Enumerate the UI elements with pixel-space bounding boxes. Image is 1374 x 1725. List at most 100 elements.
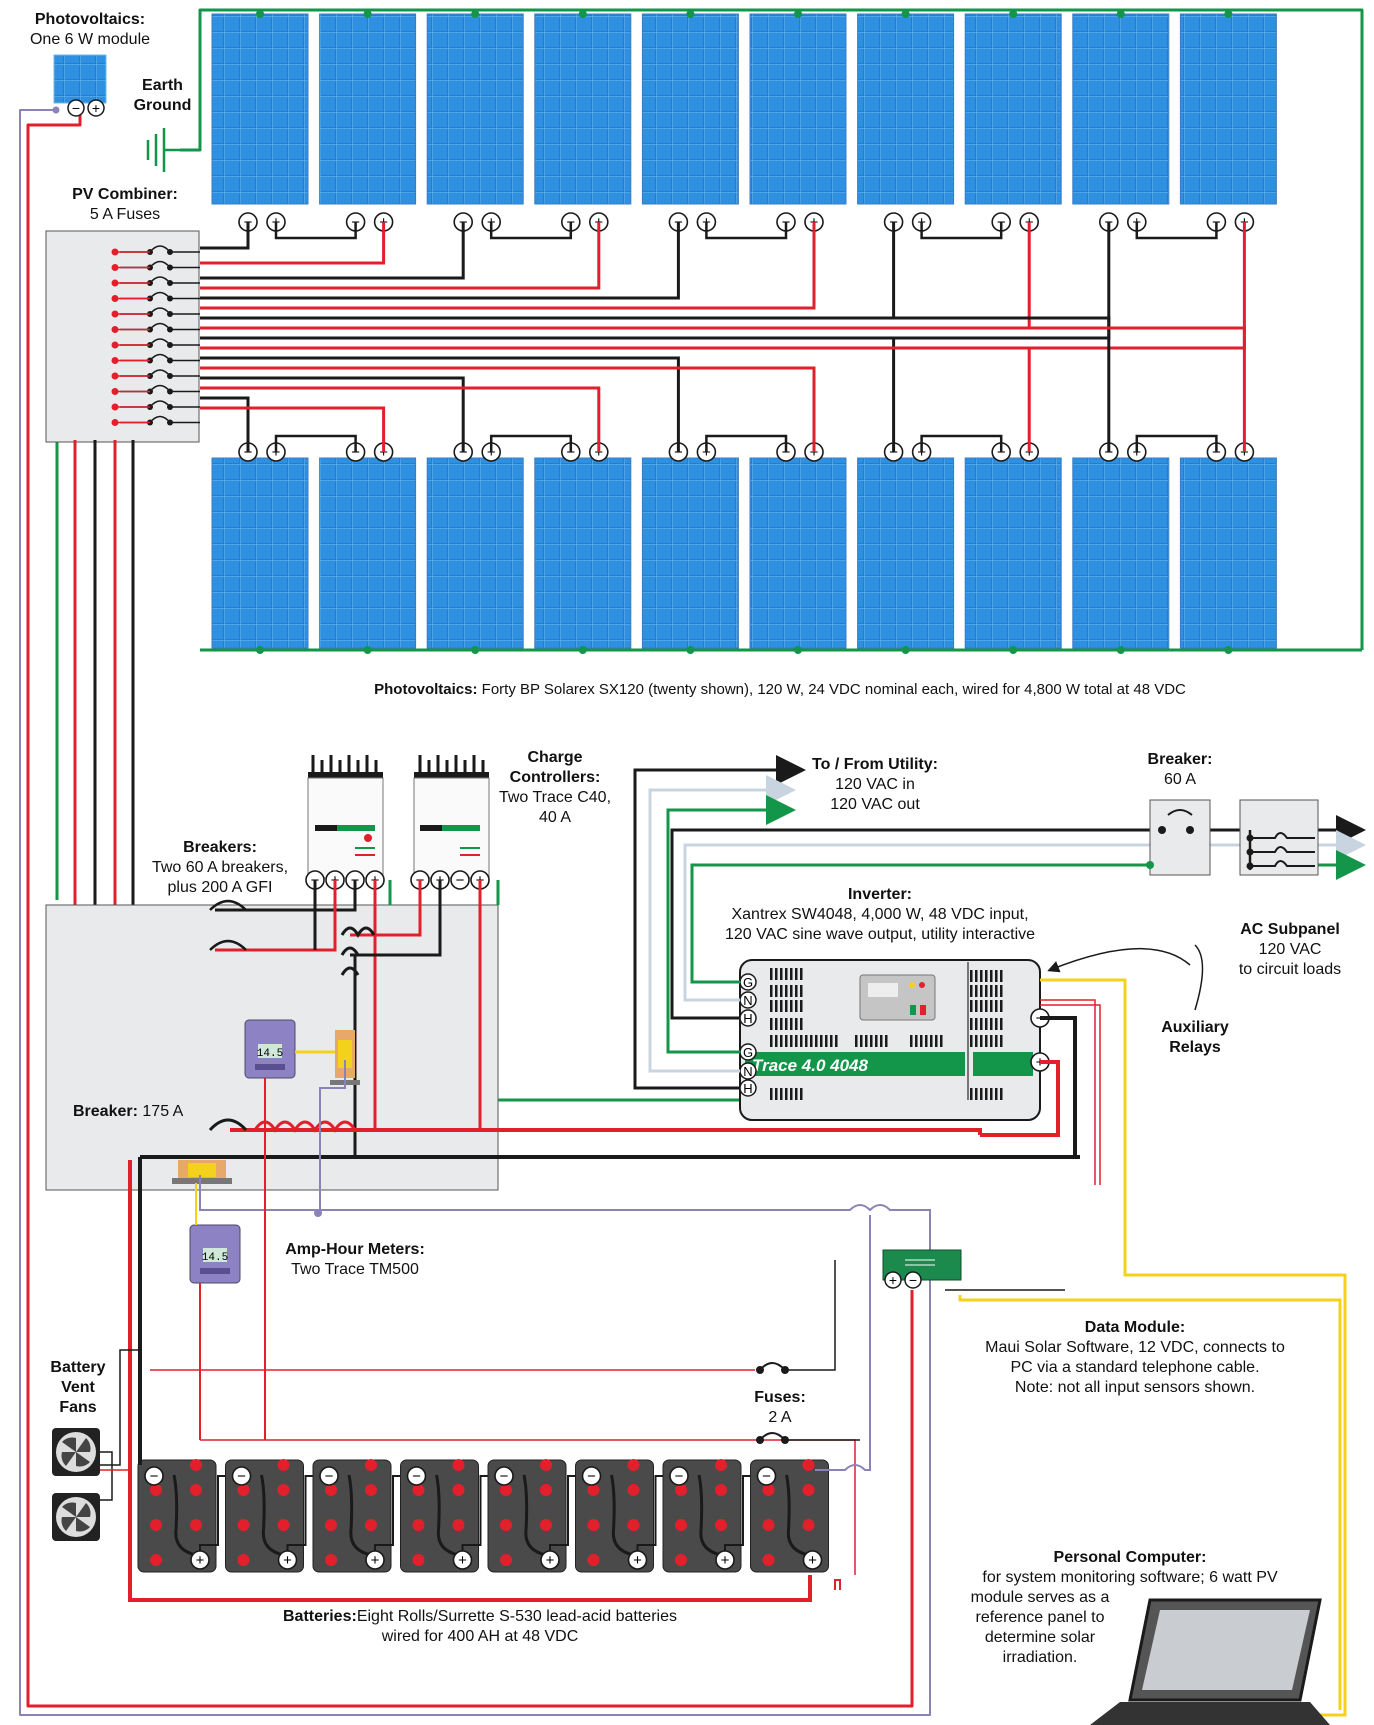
- gfi-breaker-200a: [340, 926, 376, 976]
- inverter-terminal: G: [739, 1043, 757, 1061]
- reference-pv-module: − +: [52, 54, 107, 117]
- ah-title: Amp-Hour Meters:: [285, 1241, 425, 1258]
- inverter: Trace 4.0 4048: [739, 959, 1041, 1121]
- fans-title-2: Vent: [61, 1379, 95, 1396]
- combiner-fuse: [111, 307, 200, 318]
- svg-text:−: −: [587, 1468, 596, 1485]
- breaker175-sub: 175 A: [142, 1103, 184, 1120]
- inverter-terminal: G: [739, 973, 757, 991]
- pc-sub-1: for system monitoring software; 6 watt P…: [982, 1569, 1278, 1586]
- earth-ground-label: Earth Ground: [120, 76, 205, 116]
- svg-text:−: −: [412, 1468, 421, 1485]
- pc-sub-4: determine solar: [984, 1629, 1096, 1646]
- pv-panel: −+: [426, 10, 524, 232]
- laptop-icon: [1090, 1598, 1330, 1725]
- pv-panel: −+: [964, 442, 1062, 654]
- subpanel-sub-2: to circuit loads: [1238, 961, 1342, 978]
- fans-title-1: Battery: [50, 1359, 106, 1376]
- svg-text:−: −: [1212, 444, 1221, 461]
- svg-text:+: +: [702, 444, 711, 461]
- terminal-minus: −: [450, 870, 470, 890]
- pv-panel: −+: [534, 10, 632, 232]
- pv-panel: −+: [641, 10, 739, 232]
- svg-text:−: −: [325, 1468, 334, 1485]
- batt-title: Batteries:: [283, 1608, 357, 1625]
- ground-label: Ground: [133, 97, 192, 114]
- cc-title-2: Controllers:: [509, 769, 601, 786]
- cc-title-1: Charge: [527, 749, 583, 766]
- svg-text:+: +: [371, 1552, 380, 1569]
- breaker-175a: [208, 1118, 357, 1133]
- batt-sub-2: wired for 400 AH at 48 VDC: [381, 1628, 579, 1645]
- pv-panel: −+: [534, 442, 632, 654]
- terminal-plus: +: [889, 1272, 897, 1288]
- svg-text:−: −: [237, 1468, 246, 1485]
- svg-text:G: G: [743, 1045, 753, 1060]
- pc-label: Personal Computer: for system monitoring…: [960, 1548, 1300, 1588]
- terminal-minus: −: [231, 1466, 252, 1486]
- terminal-minus: −: [144, 1466, 164, 1486]
- svg-text:+: +: [458, 1552, 467, 1569]
- pv-array-title: Photovoltaics:: [374, 681, 478, 698]
- meter-readout: 14.5: [257, 1048, 283, 1060]
- pc-sub-3: reference panel to: [975, 1609, 1105, 1626]
- breaker-60a-ac: [1146, 799, 1211, 876]
- pc-title: Personal Computer:: [1053, 1549, 1207, 1566]
- subpanel-sub-1: 120 VAC: [1258, 941, 1322, 958]
- breakers-title: Breakers:: [183, 839, 257, 856]
- fuses-2a-label: Fuses: 2 A: [740, 1388, 820, 1428]
- combiner-fuse: [111, 400, 200, 411]
- svg-text:+: +: [808, 1552, 817, 1569]
- svg-text:+: +: [283, 1552, 292, 1569]
- svg-text:−: −: [244, 444, 253, 461]
- svg-text:+: +: [487, 444, 496, 461]
- svg-text:−: −: [1104, 444, 1113, 461]
- pv-combiner-box: [45, 230, 200, 443]
- pv-panel: −+: [857, 442, 955, 654]
- data-sub-2: PC via a standard telephone cable.: [1010, 1359, 1260, 1376]
- pv-panel: −+: [211, 10, 309, 232]
- inverter-sub-1: Xantrex SW4048, 4,000 W, 48 VDC input,: [731, 906, 1029, 923]
- breakers-label: Breakers: Two 60 A breakers, plus 200 A …: [140, 838, 300, 898]
- combiner-title: PV Combiner:: [72, 186, 178, 203]
- charge-controller-2: [413, 755, 490, 879]
- data-sub-1: Maui Solar Software, 12 VDC, connects to: [985, 1339, 1285, 1356]
- pv-panel: −+: [1072, 10, 1170, 232]
- combiner-fuse: [111, 369, 200, 380]
- inverter-label: Inverter: Xantrex SW4048, 4,000 W, 48 VD…: [690, 885, 1070, 945]
- batteries-label: Batteries:Eight Rolls/Surrette S-530 lea…: [230, 1607, 730, 1647]
- svg-text:−: −: [674, 444, 683, 461]
- aux-relays-label: Auxiliary Relays: [1140, 1018, 1250, 1058]
- pv-panel: −+: [426, 442, 524, 654]
- data-sub-3: Note: not all input sensors shown.: [1014, 1379, 1256, 1396]
- pv-array-top-row: −+−+−+−+−+−+−+−+−+−+: [211, 10, 1277, 232]
- data-module: + −: [882, 1249, 962, 1289]
- svg-text:+: +: [379, 444, 388, 461]
- utility-in: 120 VAC in: [835, 776, 915, 793]
- combiner-fuses: [111, 245, 200, 426]
- combiner-fuse: [111, 260, 200, 271]
- combiner-fuse: [111, 276, 200, 287]
- earth-ground-icon: [146, 128, 182, 172]
- battery: −+: [487, 1459, 567, 1573]
- vent-fan-1: [52, 1428, 100, 1476]
- pc-sub-2: module serves as a: [970, 1589, 1110, 1606]
- terminal-minus: −: [72, 100, 80, 116]
- svg-text:+: +: [917, 444, 926, 461]
- shunt-lower: [172, 1160, 232, 1184]
- reference-pv-title: Photovoltaics:: [34, 11, 146, 28]
- breakers-sub-2: plus 200 A GFI: [167, 879, 273, 896]
- terminal-minus: −: [581, 1466, 602, 1486]
- amp-hour-meter-1: 14.5: [244, 1019, 296, 1079]
- breaker60-title: Breaker:: [1147, 751, 1213, 768]
- data-title: Data Module:: [1084, 1319, 1186, 1336]
- charge-controller-1: [307, 755, 384, 879]
- ah-sub: Two Trace TM500: [291, 1261, 419, 1278]
- combiner-fuse: [111, 245, 200, 256]
- pv-panel: −+: [1072, 442, 1170, 654]
- terminal-plus: +: [92, 100, 100, 116]
- reference-pv-label: Photovoltaics: One 6 W module: [20, 10, 160, 50]
- inverter-terminal: H: [739, 1009, 757, 1027]
- svg-text:N: N: [743, 1064, 752, 1079]
- pc-sub-5: irradiation.: [1002, 1649, 1078, 1666]
